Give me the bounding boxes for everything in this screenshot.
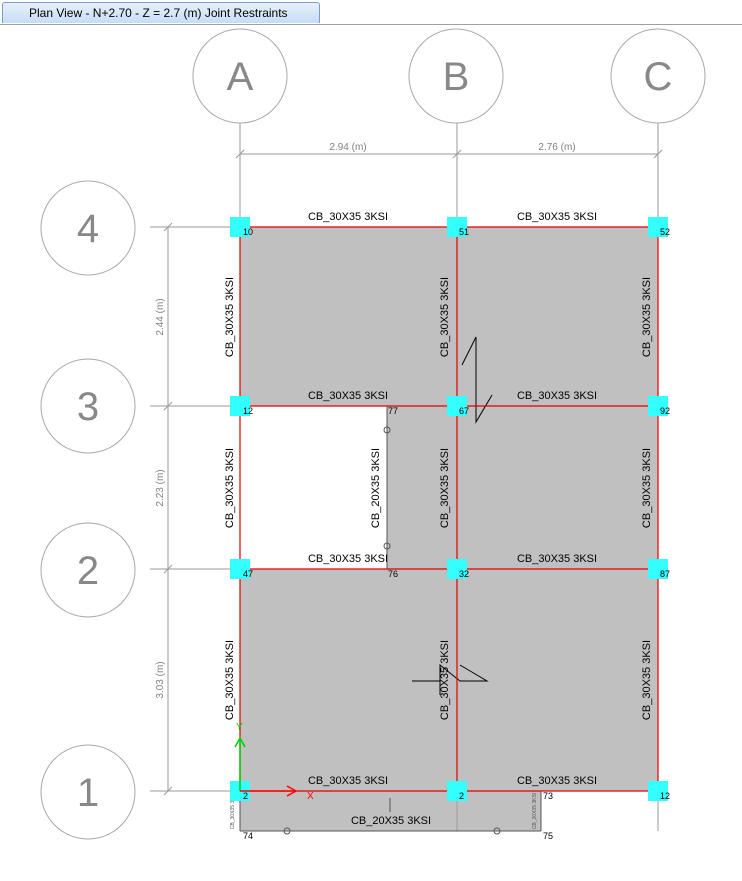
beam-label-2-ab: CB_30X35 3KSI bbox=[308, 553, 388, 565]
tab-plan-view[interactable]: Plan View - N+2.70 - Z = 2.7 (m) Joint R… bbox=[2, 2, 320, 23]
bubble-row-1[interactable] bbox=[40, 744, 136, 840]
dim-y-43: 2.44 (m) bbox=[155, 298, 166, 335]
joint-c2: 87 bbox=[660, 569, 670, 579]
beam-label-3-bc: CB_30X35 3KSI bbox=[517, 390, 597, 402]
joint-c1: 12 bbox=[660, 791, 670, 801]
x-axis-label: X bbox=[307, 791, 314, 802]
joint-73: 73 bbox=[543, 791, 553, 801]
beam-label-b-43: CB_30X35 3KSI bbox=[439, 277, 451, 357]
bubble-label-b: B bbox=[443, 55, 470, 99]
joint-c4: 52 bbox=[660, 227, 670, 237]
slab-a4-c3 bbox=[240, 227, 658, 406]
beam-label-a-32: CB_30X35 3KSI bbox=[224, 448, 236, 528]
bubble-row-2[interactable] bbox=[40, 522, 136, 618]
joint-77: 77 bbox=[388, 406, 398, 416]
beam-label-c-32: CB_30X35 3KSI bbox=[641, 448, 653, 528]
beam-label-4-bc: CB_30X35 3KSI bbox=[517, 211, 597, 223]
joint-b3: 67 bbox=[459, 406, 469, 416]
bubble-label-c: C bbox=[644, 55, 673, 99]
joint-a3: 12 bbox=[243, 406, 253, 416]
dim-x-ab: 2.94 (m) bbox=[329, 142, 366, 153]
beam-label-3-ab: CB_30X35 3KSI bbox=[308, 390, 388, 402]
axes-indicator: Y X bbox=[234, 722, 314, 802]
joint-a2: 47 bbox=[243, 569, 253, 579]
beam-label-1-ab: CB_30X35 3KSI bbox=[308, 775, 388, 787]
bubble-row-4[interactable] bbox=[40, 180, 136, 276]
dim-y-32: 2.23 (m) bbox=[155, 469, 166, 506]
bubble-label-4: 4 bbox=[77, 207, 99, 251]
slab-a2-c1 bbox=[240, 569, 658, 791]
slab-span-markers bbox=[412, 336, 493, 695]
beam-label-c-43: CB_30X35 3KSI bbox=[641, 277, 653, 357]
dim-x-bc: 2.76 (m) bbox=[538, 142, 575, 153]
bubble-label-2: 2 bbox=[77, 549, 99, 593]
joint-b2: 32 bbox=[459, 569, 469, 579]
joint-76: 76 bbox=[388, 569, 398, 579]
beam-label-small-left: CB_30X35 3KSI bbox=[230, 793, 236, 829]
beam-label-small-right: CB_20X35 3KSI bbox=[532, 793, 538, 829]
bubble-row-3[interactable] bbox=[40, 358, 136, 454]
bubble-label-1: 1 bbox=[77, 771, 99, 815]
beam-label-bottom: CB_20X35 3KSI bbox=[351, 815, 431, 827]
slab-mid-b3-b2 bbox=[387, 406, 658, 569]
y-axis-label: Y bbox=[236, 722, 243, 733]
joint-c3: 92 bbox=[660, 406, 670, 416]
beam-label-a-43: CB_30X35 3KSI bbox=[224, 277, 236, 357]
secondary-beams[interactable] bbox=[239, 406, 542, 835]
x-axis-arrow bbox=[286, 785, 298, 797]
bubble-col-c[interactable] bbox=[610, 28, 706, 124]
joint-74: 74 bbox=[243, 831, 253, 841]
beam-label-b-21: CB_30X35 3KSI bbox=[439, 640, 451, 720]
tab-title: Plan View - N+2.70 - Z = 2.7 (m) Joint R… bbox=[29, 6, 288, 20]
joint-a4: 10 bbox=[243, 227, 253, 237]
view-tab-bar: Plan View - N+2.70 - Z = 2.7 (m) Joint R… bbox=[0, 0, 742, 25]
slabs bbox=[240, 227, 658, 831]
beam-label-1-bc: CB_30X35 3KSI bbox=[517, 775, 597, 787]
beam-label-a-21: CB_30X35 3KSI bbox=[224, 640, 236, 720]
joint-b1: 2 bbox=[459, 791, 464, 801]
beam-label-mid-32: CB_20X35 3KSI bbox=[370, 448, 382, 528]
bubble-col-b[interactable] bbox=[408, 28, 504, 124]
plan-view-canvas[interactable]: 2.94 (m) 2.76 (m) 2.44 (m) 2.23 (m) 3.03… bbox=[0, 24, 742, 881]
beam-label-2-bc: CB_30X35 3KSI bbox=[517, 553, 597, 565]
dim-y-21: 3.03 (m) bbox=[155, 661, 166, 698]
bubble-label-a: A bbox=[227, 55, 254, 99]
grid-bubbles bbox=[40, 28, 706, 840]
beam-label-b-32: CB_30X35 3KSI bbox=[439, 448, 451, 528]
joint-b4: 51 bbox=[459, 227, 469, 237]
bubble-col-a[interactable] bbox=[192, 28, 288, 124]
y-axis-arrow bbox=[234, 736, 246, 748]
joint-75: 75 bbox=[543, 831, 553, 841]
beam-label-4-ab: CB_30X35 3KSI bbox=[308, 211, 388, 223]
dimension-lines bbox=[163, 149, 663, 796]
beam-label-c-21: CB_30X35 3KSI bbox=[641, 640, 653, 720]
joint-a1: 2 bbox=[243, 791, 248, 801]
bubble-label-3: 3 bbox=[77, 385, 99, 429]
